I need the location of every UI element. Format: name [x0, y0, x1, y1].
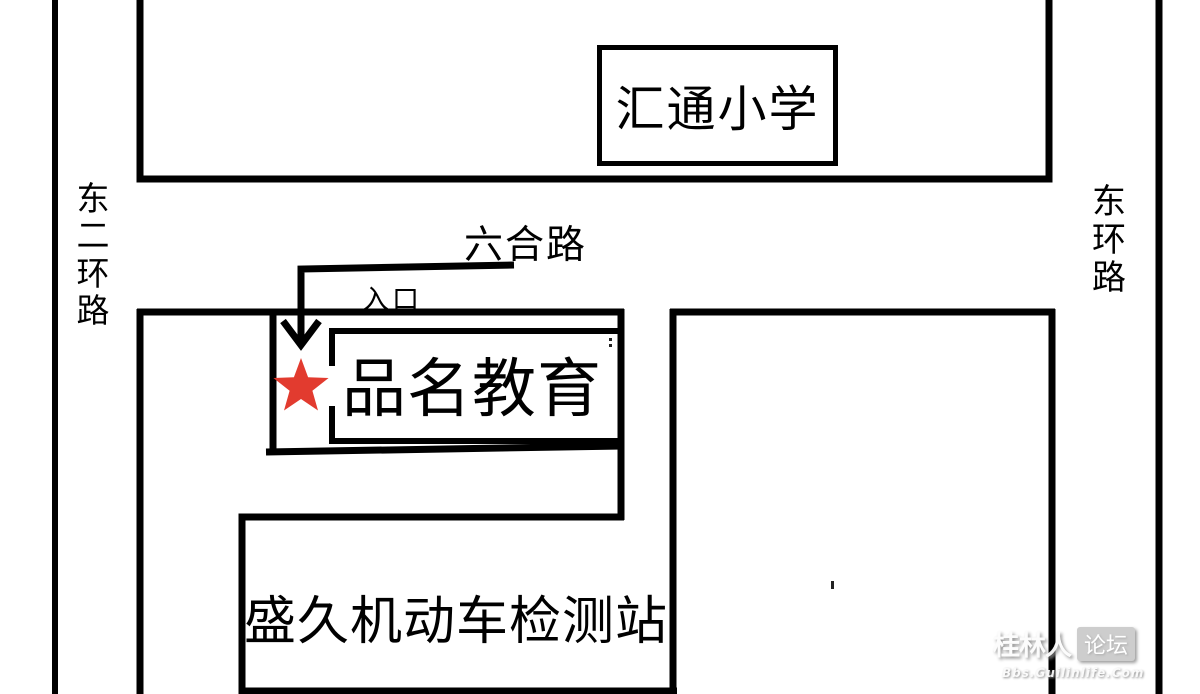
entrance-label: 入口 — [362, 285, 422, 316]
poi-name-label: 品名教育 — [342, 353, 602, 427]
star-marker-icon — [273, 358, 329, 411]
watermark-url-label: Bbs.Guilinlife.Com — [1002, 666, 1145, 680]
road-label-right: 东环路 — [1092, 182, 1126, 299]
ink-speck — [609, 338, 612, 341]
entrance-guide-line — [297, 261, 515, 341]
road-label-left: 东二环路 — [76, 179, 110, 330]
school-block-outline — [136, 0, 1053, 183]
watermark-brand-label: 桂林人 — [993, 631, 1072, 662]
ink-speck — [609, 344, 612, 347]
entrance-lane-bottom-edge — [265, 442, 624, 456]
entrance-arrowhead-icon — [280, 318, 322, 351]
watermark-badge: 论坛 — [1077, 626, 1136, 661]
road-label-liuhe: 六合路 — [464, 223, 588, 268]
station-block-outline — [238, 513, 677, 694]
school-sign-box: 汇通小学 — [597, 45, 838, 166]
watermark: 桂林人 论坛 Bbs.Guilinlife.Com — [993, 624, 1173, 680]
inspection-station-label: 盛久机动车检测站 — [244, 592, 669, 652]
school-name-label: 汇通小学 — [615, 81, 820, 138]
ink-speck — [831, 581, 834, 589]
